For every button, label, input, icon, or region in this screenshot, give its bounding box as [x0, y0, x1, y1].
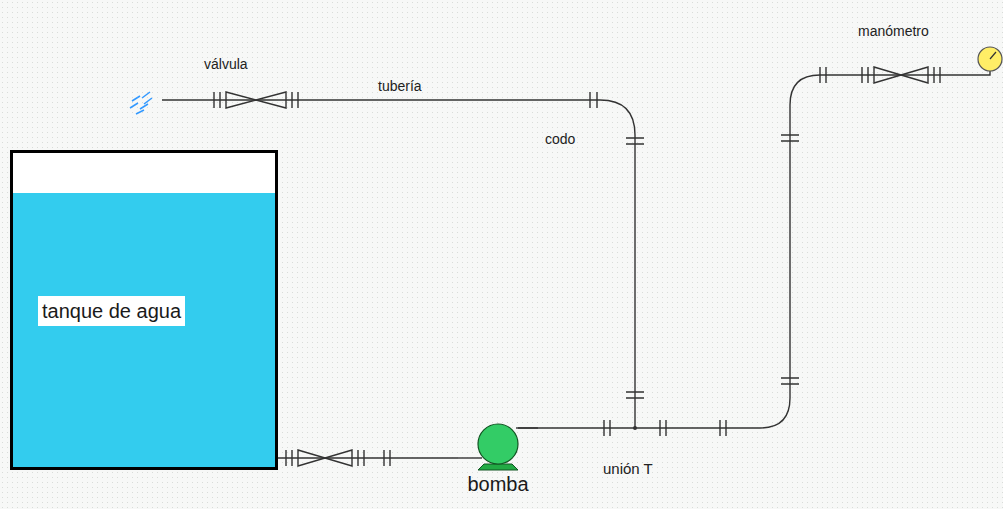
pump-symbol	[458, 420, 538, 472]
water-tank: tanque de agua	[10, 150, 278, 470]
pipe-connector	[278, 457, 458, 458]
gauge-label: manómetro	[858, 23, 929, 39]
pump: bomba	[458, 420, 538, 500]
tank-label: tanque de agua	[38, 296, 185, 326]
valve-label: válvula	[204, 56, 248, 72]
tee-label: unión T	[603, 460, 653, 477]
pump-label: bomba	[458, 472, 538, 496]
elbow-label: codo	[545, 131, 575, 147]
pipe-label: tubería	[378, 78, 422, 94]
